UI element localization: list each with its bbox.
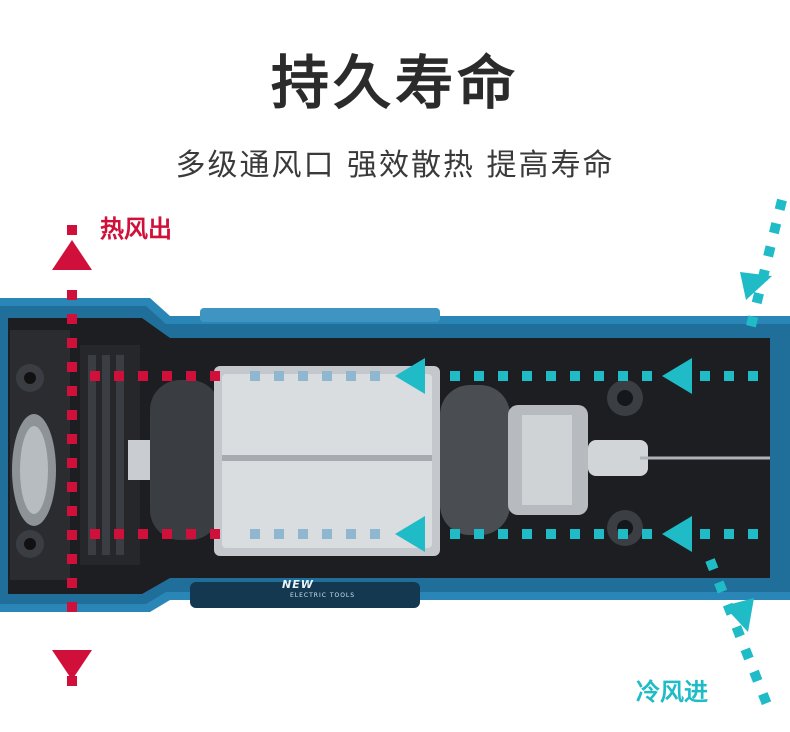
cold-air-in-label: 冷风进	[636, 678, 708, 706]
hot-air-down-arrow	[52, 650, 92, 680]
blade-housing	[10, 330, 70, 580]
hot-air-out-label: 热风出	[100, 215, 172, 243]
hot-air-up-arrow	[52, 240, 92, 270]
brand-subtext: ELECTRIC TOOLS	[290, 592, 356, 599]
brand-logo: NEW	[282, 578, 314, 591]
page-subtitle: 多级通风口 强效散热 提高寿命	[175, 148, 615, 183]
cold-air-arrow-bottom-outer	[662, 516, 692, 552]
cold-air-flow	[250, 198, 787, 714]
cold-air-intake-arrow-bottom	[724, 598, 754, 632]
page-title: 持久寿命	[270, 49, 519, 117]
cold-air-arrow-bottom-inner	[395, 516, 425, 552]
motor-armature	[150, 366, 770, 556]
cold-air-arrow-top-outer	[662, 358, 692, 394]
cold-air-arrow-top-inner	[395, 358, 425, 394]
cold-air-intake-arrow-top	[740, 272, 772, 300]
